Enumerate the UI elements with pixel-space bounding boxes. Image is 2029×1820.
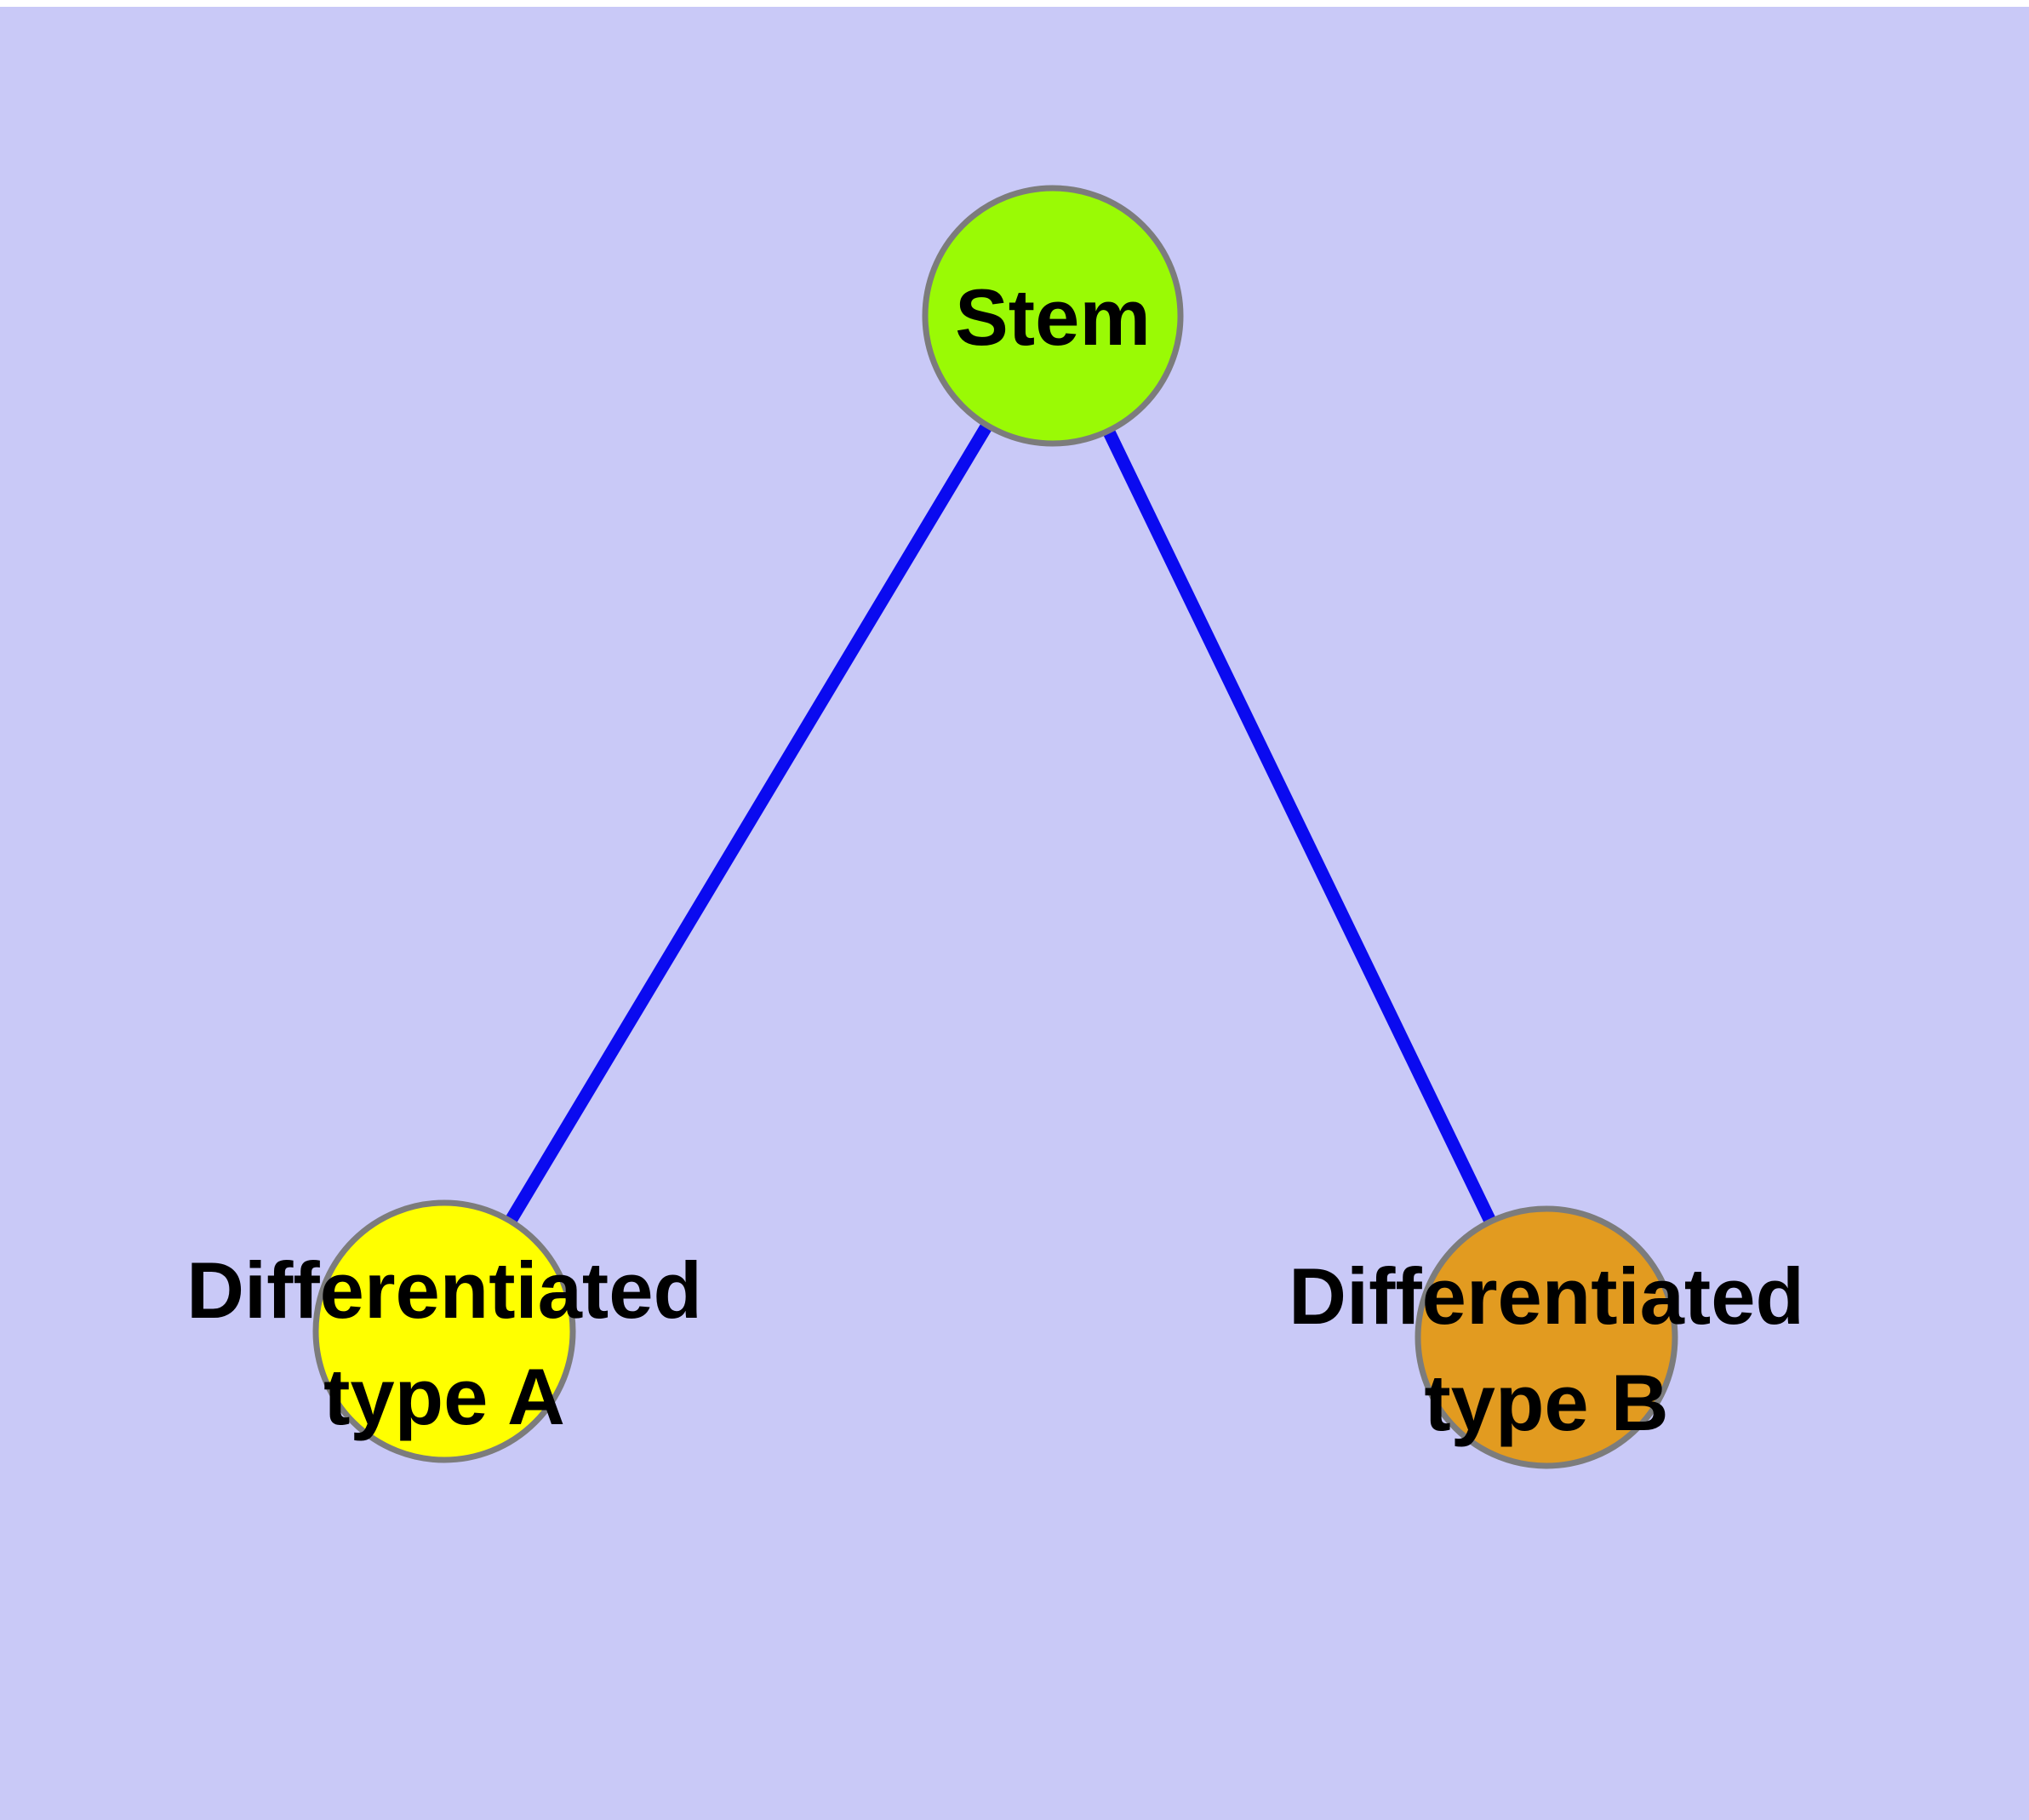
stem-node-label: Stem xyxy=(955,272,1151,362)
stem-node-circle xyxy=(922,185,1184,447)
edge-stem-to-type-a xyxy=(438,312,1059,1335)
type-b-node-circle xyxy=(1415,1205,1678,1469)
type-a-node-label-line2: type A xyxy=(323,1352,565,1441)
type-b-node-label-line1: Differentiated xyxy=(1289,1251,1804,1341)
type-a-node-label-line1: Differentiated xyxy=(186,1245,702,1335)
type-a-node-circle xyxy=(312,1199,576,1463)
type-b-node-label-line2: type B xyxy=(1424,1358,1668,1447)
edge-stem-to-type-b xyxy=(1047,312,1552,1341)
